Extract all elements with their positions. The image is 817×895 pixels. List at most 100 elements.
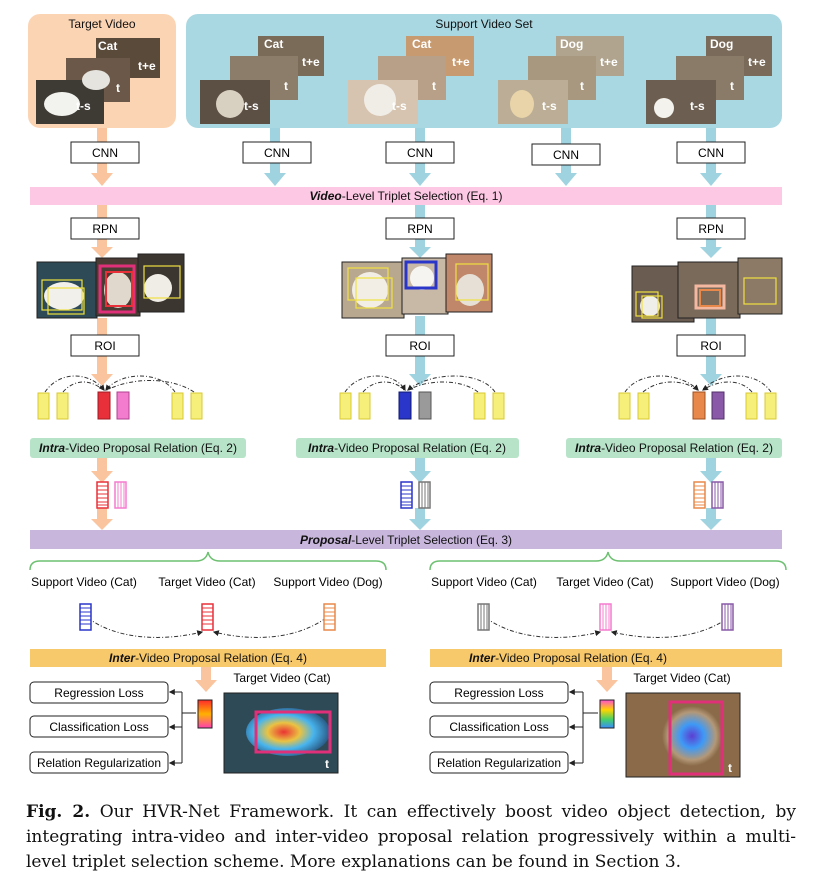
intra-proposal-features-middle [339,375,505,420]
triplet-support-dog-label: Support Video (Dog) [670,575,779,589]
frame-label-class: Dog [560,37,583,51]
roi-box [676,334,746,357]
frame-label-t-s: t-s [76,99,91,113]
cat-image [364,84,396,116]
relation-regularization-box [29,751,169,774]
frame-image [737,257,783,315]
figure-caption: Fig. 2. Our HVR-Net Framework. It can ef… [26,800,796,875]
triplet-support-cat-label: Support Video (Cat) [431,575,537,589]
rpn-label: RPN [698,222,723,236]
triplet-target-cat-label: Target Video (Cat) [158,575,255,589]
triplet-support-cat-label: Support Video (Cat) [31,575,137,589]
refined-features-middle [400,481,431,509]
regression-loss-box [29,681,169,704]
support-video-panel [186,14,782,128]
frame-label-t-e: t+e [600,55,618,69]
intra-proposal-features-left [37,375,203,420]
triplet-left-features [79,603,336,638]
proposal-level-triplet-label: Proposal-Level Triplet Selection (Eq. 3) [300,533,512,547]
cat-image [144,274,172,302]
output-feature-bar [599,699,615,729]
classification-loss-label: Classification Loss [49,720,148,734]
proposal-level-triplet-band [30,530,782,549]
cat-image [82,70,110,90]
proposal-feature-bar [339,392,352,420]
classification-loss-box [429,715,569,738]
regression-loss-label: Regression Loss [454,686,543,700]
video-level-triplet-band [30,187,782,205]
classification-loss-box [29,715,169,738]
target-video-cat-label: Target Video (Cat) [233,671,330,685]
rpn-proposals-target [36,253,185,319]
cat-image [44,282,84,310]
inter-relation-label: Inter-Video Proposal Relation (Eq. 4) [109,651,307,665]
intra-relation-band-left [30,438,246,458]
caption-label: Fig. 2. [26,802,91,822]
proposal-feature-bar [398,391,412,420]
refined-features-right [693,481,724,509]
detection-box [668,700,724,776]
cnn-label: CNN [553,148,579,162]
proposal-feature-bar [190,392,203,420]
support-frame-stack-4: Dog t+e t t-s [646,36,772,124]
support-frame-stack-2: Cat t+e t t-s [348,36,474,124]
cat-image [352,272,388,308]
loss-section-right: Regression Loss Classification Loss Rela… [429,671,741,778]
cat-image [410,266,434,290]
intra-relation-label: Intra-Video Proposal Relation (Eq. 2) [575,441,773,455]
dog-image [654,98,674,118]
frame-label-t: t [730,79,734,93]
roi-box [70,334,140,357]
frame-label-t-s: t-s [392,99,407,113]
cnn-box [70,141,140,164]
dog-image [510,90,534,118]
inter-relation-label: Inter-Video Proposal Relation (Eq. 4) [469,651,667,665]
roi-label: ROI [94,339,115,353]
roi-label: ROI [700,339,721,353]
support-frame-stack-3: Dog t+e t t-s [498,36,624,124]
proposal-feature-bar [358,392,371,420]
triplet-support-dog-label: Support Video (Dog) [273,575,382,589]
cat-image [104,272,132,308]
target-frame-stack: Cat t+e t t-s [36,38,160,124]
video-level-triplet-label: Video-Level Triplet Selection (Eq. 1) [310,189,503,203]
frame-label-t-e: t+e [452,55,470,69]
roi-box [385,334,455,357]
refined-features-left [96,481,127,509]
rpn-box [70,217,140,240]
intra-relation-label: Intra-Video Proposal Relation (Eq. 2) [39,441,237,455]
proposal-feature-bar [171,392,184,420]
regression-loss-box [429,681,569,704]
framework-diagram: Target Video Support Video Set Cat t+e t… [28,14,787,778]
cnn-label: CNN [698,146,724,160]
proposal-feature-bar [37,392,50,420]
left-brace [29,551,387,571]
cnn-label: CNN [407,146,433,160]
right-brace [429,551,787,571]
relation-regularization-label: Relation Regularization [37,756,161,770]
proposal-feature-bar [637,392,650,420]
target-video-panel-title: Target Video [68,17,135,31]
roi-label: ROI [409,339,430,353]
proposal-feature-bar [116,391,130,420]
frame-label-t: t [284,79,288,93]
caption-text: Our HVR-Net Framework. It can effectivel… [26,802,796,872]
classification-loss-label: Classification Loss [449,720,548,734]
relation-regularization-box [429,751,569,774]
cnn-label: CNN [92,146,118,160]
regression-loss-label: Regression Loss [54,686,143,700]
frame-label-t: t [116,81,120,95]
rpn-label: RPN [92,222,117,236]
rpn-box [676,217,746,240]
frame-label-t: t [580,79,584,93]
loss-section-left: Regression Loss Classification Loss Rela… [29,671,339,774]
support-video-panel-title: Support Video Set [435,17,533,31]
cat-image [216,90,244,118]
frame-label-t: t [728,761,732,775]
triplet-target-cat-label: Target Video (Cat) [556,575,653,589]
proposal-feature-bar [711,391,725,420]
dog-image [640,296,660,316]
triplet-right-features [477,603,734,638]
rpn-box [385,217,455,240]
cnn-box [242,141,312,164]
